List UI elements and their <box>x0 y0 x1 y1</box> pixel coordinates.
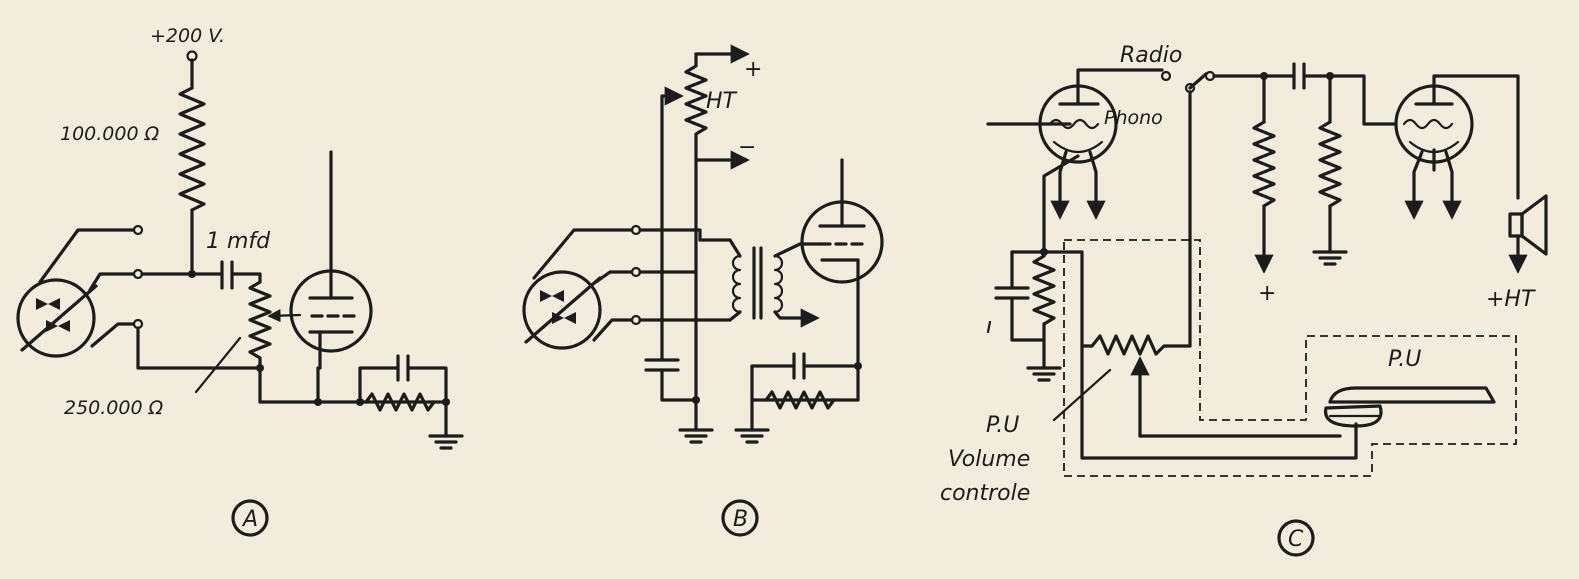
caption-b-circle <box>721 499 759 537</box>
cathode-resistor <box>1032 254 1056 326</box>
bias-resistor-b <box>764 390 836 410</box>
shielding <box>1063 239 1517 477</box>
grid-leak-resistor <box>1318 120 1342 208</box>
resistor-100k <box>178 86 206 212</box>
caption-a-circle <box>231 499 269 537</box>
ht-label: HT <box>706 89 738 114</box>
ht-plus-label: + <box>744 57 762 82</box>
plus-label: + <box>1258 281 1276 306</box>
volume-label-line2: Volume <box>948 447 1030 472</box>
diagram-b: + HT − <box>522 44 884 537</box>
transformer <box>698 238 820 328</box>
resistor-top-label: 100.000 Ω <box>60 123 160 145</box>
volume-label-line1: P.U <box>986 413 1019 438</box>
ht-potentiometer <box>684 52 708 162</box>
bias-resistor-a <box>364 392 436 412</box>
photocell-a <box>16 278 96 358</box>
phono-label: Phono <box>1104 107 1163 129</box>
radio-label: Radio <box>1120 43 1182 68</box>
potentiometer-250k <box>248 280 272 360</box>
caption-c: C <box>1288 527 1304 552</box>
loudspeaker <box>1508 194 1548 274</box>
plate-resistor <box>1252 120 1276 208</box>
supply-voltage-label: +200 V. <box>150 25 225 47</box>
capacitor-label: 1 mfd <box>206 229 271 254</box>
diagram-c: Radio Phono + <box>940 43 1548 557</box>
caption-c-circle <box>1277 519 1315 557</box>
diagram-a: +200 V. 100.000 Ω 1 mfd 250.000 Ω <box>16 25 464 537</box>
pickup-label: P.U <box>1388 347 1421 372</box>
caption-a: A <box>241 507 258 532</box>
pickup-arm <box>1324 386 1496 428</box>
photocell-b <box>522 270 602 350</box>
potentiometer-label: 250.000 Ω <box>64 397 164 419</box>
caption-b: B <box>733 507 748 532</box>
volume-label-line3: controle <box>940 481 1030 506</box>
volume-potentiometer[interactable] <box>1090 334 1192 356</box>
plus-ht-label: +HT <box>1486 287 1536 312</box>
terminal-a1 <box>132 224 144 236</box>
ht-minus-label: − <box>738 135 756 160</box>
